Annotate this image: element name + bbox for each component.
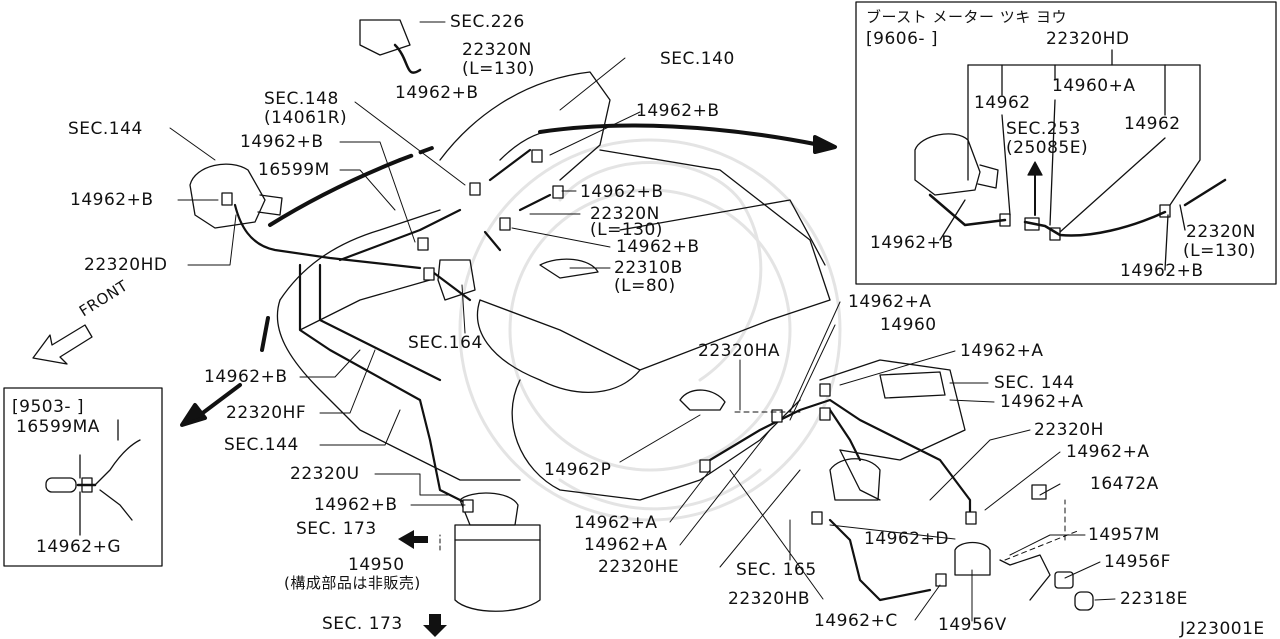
front-arrow-drawing bbox=[32, 324, 93, 365]
label-16599m: 16599M bbox=[258, 160, 330, 180]
label-14962b-3: 14962+B bbox=[240, 132, 324, 152]
label-14962b-8: 14962+B bbox=[314, 495, 398, 515]
inset-boost-meter-date: [9606- ] bbox=[866, 29, 939, 49]
label-16472a: 16472A bbox=[1090, 474, 1159, 494]
label-22320he: 22320HE bbox=[598, 557, 680, 577]
label-14962g: 14962+G bbox=[36, 537, 121, 557]
label-14962b-7: 14962+B bbox=[204, 367, 288, 387]
label-22318e: 22318E bbox=[1120, 589, 1188, 609]
label-sec-148: SEC.148 bbox=[264, 89, 339, 109]
hose-clamps bbox=[221, 149, 977, 587]
sec-173-arrows bbox=[398, 530, 447, 637]
inset-boost-meter-title: ブースト メーター ツキ ヨウ bbox=[866, 8, 1068, 26]
label-22320n-mid-len: (L=130) bbox=[590, 220, 663, 240]
label-14962a-1: 14962+A bbox=[848, 292, 932, 312]
label-14962a-5: 14962+A bbox=[574, 513, 658, 533]
label-14962d: 14962+D bbox=[864, 529, 949, 549]
label-sec-226: SEC.226 bbox=[450, 12, 525, 32]
label-14962b-6: 14962+B bbox=[616, 237, 700, 257]
label-22320hd-inset: 22320HD bbox=[1046, 29, 1130, 49]
label-sec-165: SEC. 165 bbox=[736, 560, 817, 580]
vacuum-hose-runs bbox=[233, 148, 972, 602]
watermark-emblem bbox=[458, 138, 842, 522]
label-not-sold-note: (構成部品は非販売) bbox=[284, 574, 421, 592]
label-14962a-3: 14962+A bbox=[1000, 392, 1084, 412]
label-22320u: 22320U bbox=[290, 464, 360, 484]
label-sec-144-left: SEC.144 bbox=[224, 435, 299, 455]
label-sec-148-ref: (14061R) bbox=[264, 108, 348, 128]
label-14962-inset-a: 14962 bbox=[974, 93, 1031, 113]
inset-9503-date: [9503- ] bbox=[12, 397, 85, 417]
label-14962b-1: 14962+B bbox=[395, 83, 479, 103]
label-sec-140: SEC.140 bbox=[660, 49, 735, 69]
label-14962a-4: 14962+A bbox=[1066, 442, 1150, 462]
label-22320n-mid: 22320N bbox=[590, 204, 660, 224]
label-diagram-code: J223001E bbox=[1180, 619, 1265, 639]
label-14962b-inset-2: 14962+B bbox=[1120, 261, 1204, 281]
label-14962c: 14962+C bbox=[814, 611, 898, 631]
label-14956f: 14956F bbox=[1104, 552, 1171, 572]
label-sec-253-ref: (25085E) bbox=[1006, 138, 1089, 158]
label-22320n-inset: 22320N bbox=[1186, 222, 1256, 242]
label-sec-253: SEC.253 bbox=[1006, 119, 1081, 139]
label-22320hd: 22320HD bbox=[84, 255, 168, 275]
inset-boost-meter-drawing bbox=[914, 49, 1227, 271]
label-14962a-6: 14962+A bbox=[584, 535, 668, 555]
label-22310b: 22310B bbox=[614, 258, 683, 278]
label-22320n-inset-len: (L=130) bbox=[1183, 241, 1256, 261]
label-14950: 14950 bbox=[348, 555, 405, 575]
label-14962b-5: 14962+B bbox=[70, 190, 154, 210]
label-22320n-top: 22320N bbox=[462, 40, 532, 60]
label-14962-inset-c: 14962 bbox=[1124, 114, 1181, 134]
label-14957m: 14957M bbox=[1088, 525, 1160, 545]
label-sec-144-top: SEC.144 bbox=[68, 119, 143, 139]
inset-9503-drawing bbox=[45, 419, 141, 536]
label-sec-173-bottom: SEC. 173 bbox=[322, 614, 403, 634]
label-14962b-inset: 14962+B bbox=[870, 233, 954, 253]
leader-lines bbox=[169, 21, 1116, 622]
label-sec-144-right: SEC. 144 bbox=[994, 373, 1075, 393]
label-22320hf: 22320HF bbox=[226, 403, 307, 423]
label-14962b-4: 14962+B bbox=[580, 182, 664, 202]
label-14962b-2: 14962+B bbox=[636, 101, 720, 121]
inset-boost-meter-frame bbox=[855, 1, 1277, 285]
label-14960a-inset: 14960+A bbox=[1052, 76, 1136, 96]
label-14960: 14960 bbox=[880, 315, 937, 335]
label-sec-173-top: SEC. 173 bbox=[296, 519, 377, 539]
label-22320hb: 22320HB bbox=[728, 589, 811, 609]
flow-arrows bbox=[180, 123, 837, 427]
label-14956v: 14956V bbox=[938, 615, 1007, 635]
label-16599ma: 16599MA bbox=[16, 417, 100, 437]
label-22320n-top-len: (L=130) bbox=[462, 59, 535, 79]
label-22320h: 22320H bbox=[1034, 420, 1104, 440]
label-14962p: 14962P bbox=[544, 460, 612, 480]
label-22310b-len: (L=80) bbox=[614, 276, 676, 296]
label-14962a-2: 14962+A bbox=[960, 341, 1044, 361]
inset-9503-frame bbox=[3, 387, 163, 567]
label-22320ha: 22320HA bbox=[698, 341, 780, 361]
label-sec-164: SEC.164 bbox=[408, 333, 483, 353]
